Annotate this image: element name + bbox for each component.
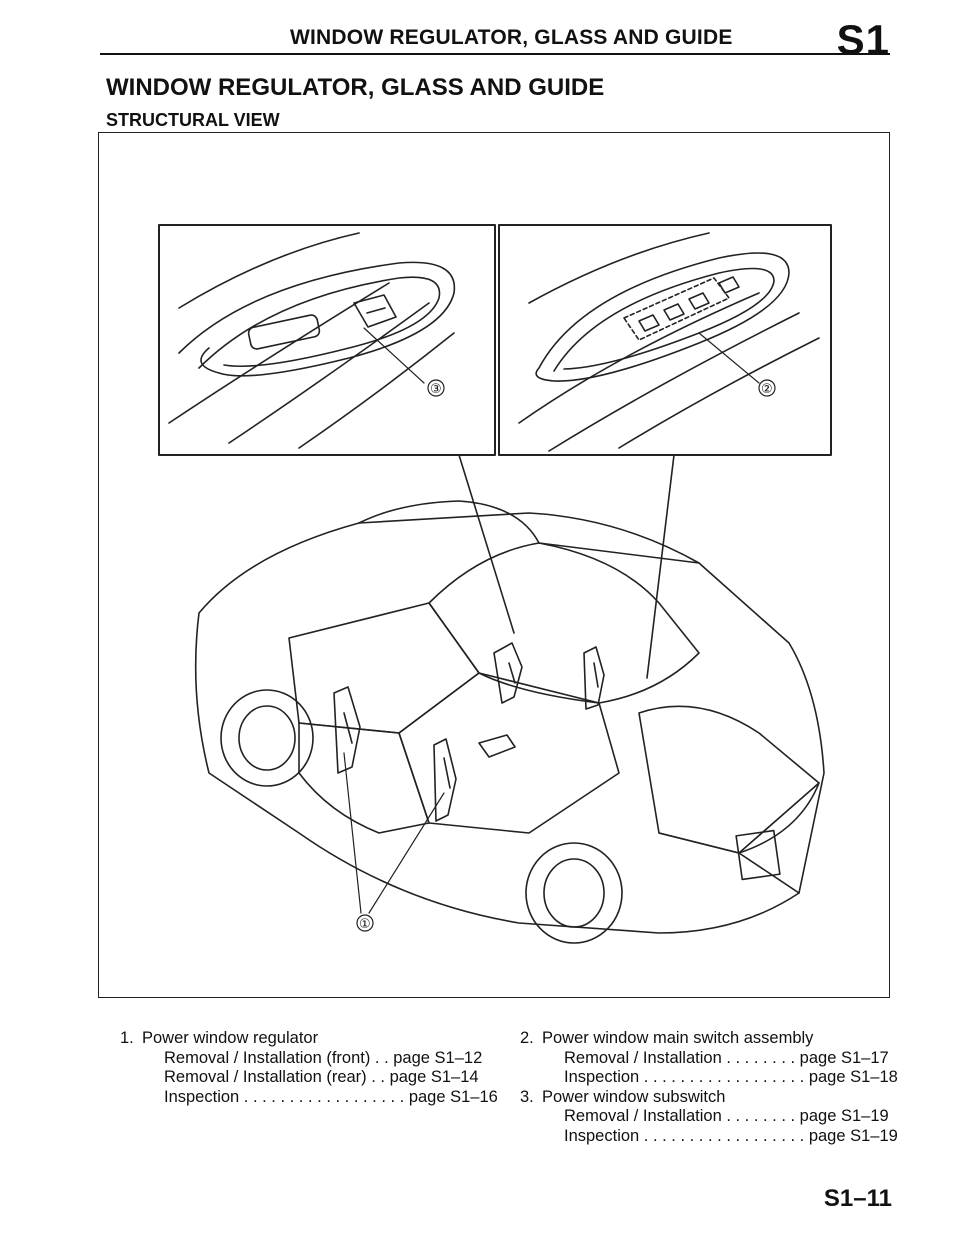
page-number: S1–11 (823, 1185, 892, 1212)
subswitch-detail-inset (158, 224, 496, 456)
legend-item-title: Power window main switch assembly (542, 1029, 814, 1047)
legend-entry: Inspection . . . . . . . . . . . . . . .… (564, 1068, 898, 1086)
legend-item-3: 3. Power window subswitch Removal / Insta… (520, 1088, 900, 1147)
svg-text:②: ② (761, 382, 773, 397)
legend-entry: Inspection . . . . . . . . . . . . . . .… (564, 1126, 898, 1145)
legend-item-number: 3. (520, 1087, 534, 1106)
legend-entry: Removal / Installation (front) . . page … (164, 1048, 483, 1067)
legend-item-title: Power window regulator (142, 1029, 319, 1047)
legend-item-2: 2. Power window main switch assembly Remo… (520, 1029, 900, 1088)
section-title: WINDOW REGULATOR, GLASS AND GUIDE (106, 74, 605, 101)
legend-item-number: 1. (120, 1029, 134, 1047)
running-header: WINDOW REGULATOR, GLASS AND GUIDE S1 (100, 16, 890, 63)
legend-left: 1. Power window regulator Removal / Insta… (120, 1029, 500, 1107)
section-code: S1 (836, 16, 890, 63)
main-switch-detail-inset (498, 224, 832, 456)
subsection-title: STRUCTURAL VIEW (106, 110, 280, 130)
structural-view-figure: ③ ② (98, 132, 890, 998)
callout-2: ② (761, 382, 773, 397)
legend-entry: Removal / Installation (rear) . . page S… (164, 1068, 479, 1086)
legend-item-number: 2. (520, 1029, 534, 1047)
callout-3: ③ (430, 382, 442, 397)
running-title: WINDOW REGULATOR, GLASS AND GUIDE (290, 26, 733, 49)
svg-text:①: ① (359, 917, 371, 932)
legend-item-1: 1. Power window regulator Removal / Insta… (120, 1029, 500, 1107)
callout-1: ① (359, 917, 371, 932)
legend-item-title: Power window subswitch (542, 1087, 726, 1106)
structural-view-illustration: ③ ② (158, 224, 832, 944)
legend-entry: Removal / Installation . . . . . . . . p… (564, 1107, 889, 1125)
legend-right: 2. Power window main switch assembly Remo… (520, 1029, 900, 1146)
header-rule (100, 53, 890, 55)
svg-text:③: ③ (430, 382, 442, 397)
legend-entry: Removal / Installation . . . . . . . . p… (564, 1048, 889, 1067)
legend-entry: Inspection . . . . . . . . . . . . . . .… (164, 1087, 498, 1106)
car-illustration (194, 500, 825, 944)
